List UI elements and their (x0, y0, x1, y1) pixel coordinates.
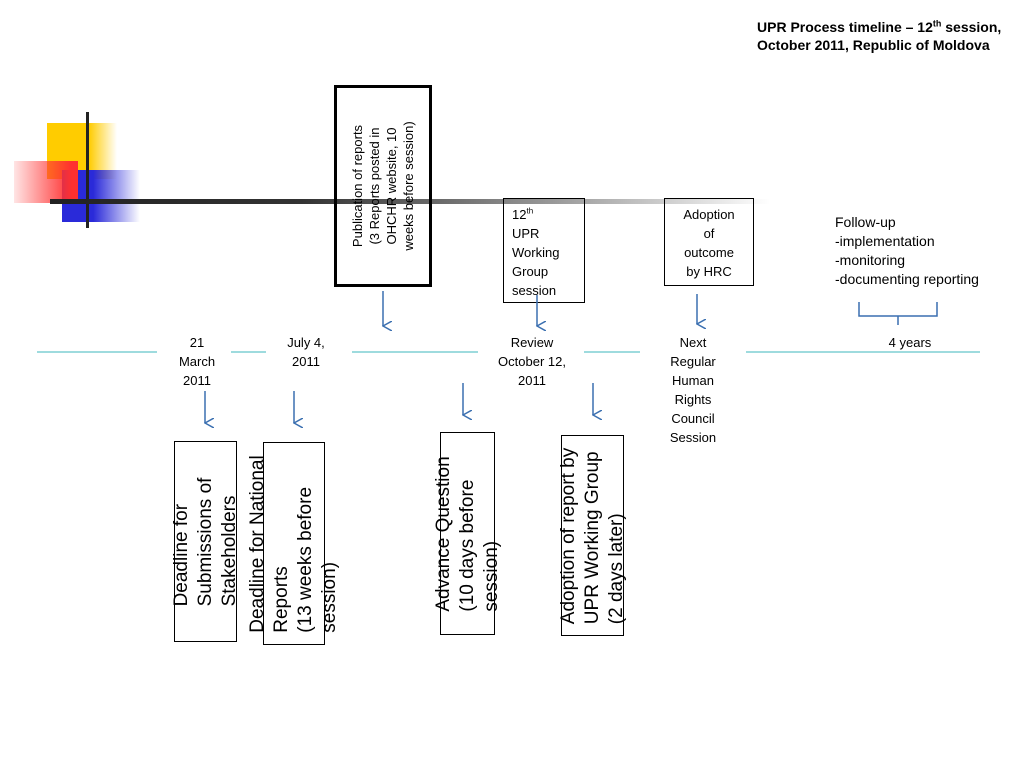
date-years: 4 years (888, 335, 932, 350)
header-rule (50, 199, 770, 204)
adoption-wg-text: Adoption of report by UPR Working Group … (557, 447, 627, 624)
stakeholders-box: Deadline for Submissions of Stakeholders (171, 441, 240, 642)
adoption-wg-box: Adoption of report by UPR Working Group … (558, 435, 627, 636)
page-title: UPR Process timeline – 12th session, Oct… (757, 18, 1002, 53)
date-july: July 4, 2011 (287, 335, 325, 369)
publication-box: Publication of reports (3 Reports posted… (334, 85, 432, 287)
date-march: 21 March 2011 (178, 335, 216, 388)
adoption-hrc-box: Adoption of outcome by HRC (664, 198, 754, 286)
national-reports-box: Deadline for National Reports (13 weeks … (247, 442, 340, 645)
date-review: Review October 12, 2011 (498, 335, 566, 388)
national-reports-text: Deadline for National Reports (13 weeks … (247, 454, 340, 633)
stakeholders-text: Deadline for Submissions of Stakeholders (170, 477, 240, 606)
advance-question-box: Advance Question (10 days before session… (433, 432, 502, 635)
advance-question-text: Advance Question (10 days before session… (432, 455, 502, 612)
wg-session-box: 12th UPR Working Group session (503, 198, 585, 303)
date-next-session: Next Regular Human Rights Council Sessio… (669, 335, 717, 445)
vertical-bar (86, 112, 89, 228)
followup-brace (858, 302, 938, 325)
red-square (14, 161, 78, 203)
followup-text: Follow-up -implementation -monitoring -d… (835, 214, 979, 287)
decorative-logo (0, 100, 140, 240)
